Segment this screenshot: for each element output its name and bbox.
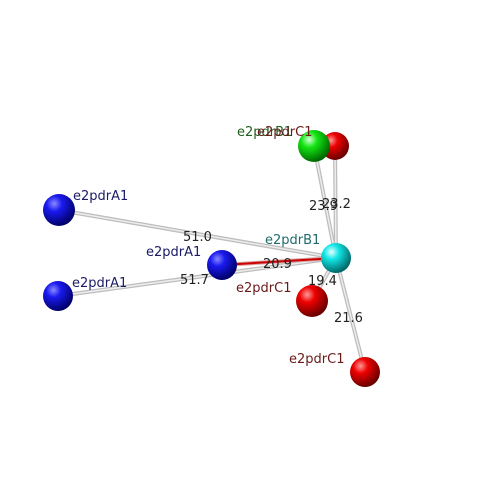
atom-c-low[interactable] bbox=[350, 357, 380, 387]
atom-b1[interactable] bbox=[321, 243, 351, 273]
atom-label-c-top: e2pdrC1 bbox=[257, 125, 312, 140]
atom-a2[interactable] bbox=[43, 281, 73, 311]
distance-label-ctop-b1: 23.2 bbox=[322, 197, 351, 212]
distance-line-a2-b1 bbox=[57, 256, 337, 298]
atom-a3[interactable] bbox=[207, 250, 237, 280]
distance-line-a1-b1 bbox=[58, 208, 337, 260]
distance-label-clow-b1: 21.6 bbox=[334, 311, 363, 326]
atom-label-g1: e2pdrB1 bbox=[237, 125, 292, 140]
atom-label-c-mid: e2pdrC1 bbox=[236, 281, 291, 296]
distance-line-clow-b1 bbox=[334, 257, 367, 373]
atom-g1[interactable] bbox=[298, 130, 330, 162]
distance-line-ctop-b1 bbox=[333, 145, 338, 259]
distance-label-a3-b1: 20.9 bbox=[263, 257, 292, 272]
distance-label-a2-b1: 51.7 bbox=[180, 273, 209, 288]
atom-label-a3: e2pdrA1 bbox=[146, 245, 201, 260]
atom-label-a1: e2pdrA1 bbox=[73, 189, 128, 204]
atom-a1[interactable] bbox=[43, 194, 75, 226]
atom-label-a2: e2pdrA1 bbox=[72, 276, 127, 291]
atom-label-c-low: e2pdrC1 bbox=[289, 352, 344, 367]
distance-line-g1-b1 bbox=[312, 145, 338, 259]
distance-label-a1-b1: 51.0 bbox=[183, 230, 212, 245]
atom-label-b1: e2pdrB1 bbox=[265, 233, 320, 248]
atom-c-mid[interactable] bbox=[296, 285, 328, 317]
distance-line-a3-b1 bbox=[221, 256, 337, 267]
distance-label-g1-b1: 23.9 bbox=[309, 199, 338, 214]
distance-label-cmid-b1: 19.4 bbox=[308, 274, 337, 289]
